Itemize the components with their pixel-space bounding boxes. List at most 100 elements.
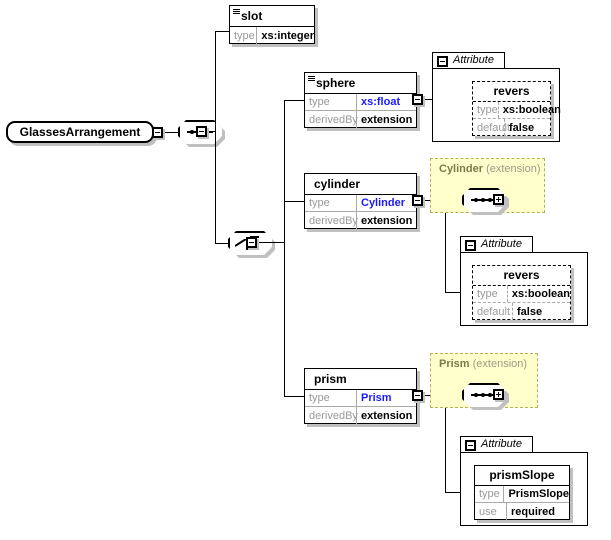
- attribute-tab[interactable]: Attribute: [460, 436, 533, 453]
- root-element-glassesarrangement[interactable]: GlassesArrangement: [6, 121, 154, 143]
- property-row: type Prism: [305, 390, 416, 407]
- property-value: xs:integer: [261, 29, 314, 42]
- attribute-collapse-toggle-minus-icon[interactable]: [465, 240, 476, 251]
- connector-prism-to-attribute: [445, 492, 472, 493]
- property-key: type: [230, 27, 258, 44]
- group-qualifier: (extension): [472, 358, 528, 370]
- property-row: derivedBy extension: [305, 407, 416, 424]
- element-box-sphere[interactable]: sphere type xs:float derivedBy extension: [304, 72, 417, 128]
- attribute-tab-label: Attribute: [481, 238, 522, 250]
- group-name: Prism: [439, 358, 470, 370]
- connector-cylinder-to-attribute: [445, 292, 472, 293]
- attribute-key: type: [473, 102, 499, 118]
- connector-to-cylinder: [284, 201, 304, 202]
- connector-to-slot: [215, 31, 229, 32]
- attribute-tab-label: Attribute: [453, 54, 494, 66]
- cylinder-collapse-toggle-minus-icon[interactable]: [412, 195, 423, 206]
- root-collapse-toggle-minus-icon[interactable]: [152, 127, 163, 138]
- sphere-collapse-toggle-minus-icon[interactable]: [412, 94, 423, 105]
- property-row: type xs:integer: [230, 27, 314, 44]
- property-value-link[interactable]: Cylinder: [361, 197, 406, 209]
- attribute-value: PrismSlope: [508, 488, 569, 500]
- root-element-label: GlassesArrangement: [19, 125, 141, 139]
- property-value: extension: [361, 214, 413, 227]
- property-key: type: [305, 390, 357, 406]
- property-value-link[interactable]: Prism: [361, 392, 392, 404]
- attribute-tab[interactable]: Attribute: [432, 52, 505, 69]
- property-value: extension: [361, 409, 413, 422]
- group-qualifier: (extension): [486, 163, 541, 175]
- property-row: type Cylinder: [305, 195, 416, 212]
- element-header-slot: slot: [230, 6, 314, 27]
- prism-group-expand-toggle-plus-icon[interactable]: [493, 389, 504, 400]
- connector-prism-to-attribute-vertical: [445, 395, 446, 492]
- element-box-prism[interactable]: prism type Prism derivedBy extension: [304, 368, 417, 424]
- element-name-prism: prism: [314, 372, 347, 386]
- element-header-prism: prism: [305, 369, 416, 390]
- connector-to-sphere: [284, 100, 304, 101]
- property-key: type: [305, 94, 357, 110]
- property-key: type: [305, 195, 357, 211]
- choice-collapse-toggle-minus-icon[interactable]: [246, 237, 257, 248]
- attribute-name: revers: [473, 266, 570, 286]
- element-name-cylinder: cylinder: [314, 177, 361, 191]
- element-lines-icon: [233, 9, 240, 14]
- attribute-property-row: type xs:boolean: [473, 102, 561, 119]
- connector-trunk-choice: [284, 100, 285, 397]
- property-key: derivedBy: [305, 407, 358, 424]
- optional-slash-icon: [235, 239, 247, 247]
- sequence-collapse-toggle-minus-icon[interactable]: [196, 126, 207, 137]
- group-box-cylinder[interactable]: Cylinder (extension): [430, 158, 545, 213]
- group-name: Cylinder: [439, 163, 484, 175]
- attribute-container-sphere[interactable]: Attribute revers type xs:boolean default…: [432, 52, 561, 142]
- attribute-key: type: [475, 486, 505, 502]
- property-row: derivedBy extension: [305, 111, 416, 128]
- connector-to-choice: [215, 243, 228, 244]
- property-row: derivedBy extension: [305, 212, 416, 229]
- element-header-cylinder: cylinder: [305, 174, 416, 195]
- prism-collapse-toggle-minus-icon[interactable]: [412, 390, 423, 401]
- attribute-property-row: type PrismSlope: [475, 486, 569, 503]
- attribute-name: prismSlope: [475, 466, 569, 486]
- attribute-property-row: type xs:boolean: [473, 286, 570, 303]
- connector-choice-out: [259, 242, 284, 243]
- attribute-key: default: [473, 119, 510, 136]
- attribute-key: use: [475, 503, 507, 520]
- attribute-value: false: [517, 305, 543, 318]
- connector-to-prism: [284, 396, 304, 397]
- property-row: type xs:float: [305, 94, 416, 111]
- element-lines-icon: [308, 76, 315, 81]
- group-title-cylinder: Cylinder (extension): [439, 163, 541, 175]
- property-value-link[interactable]: xs:float: [361, 96, 401, 108]
- attribute-property-row: default false: [473, 119, 550, 136]
- cylinder-group-expand-toggle-plus-icon[interactable]: [493, 194, 504, 205]
- attribute-card-prismslope[interactable]: prismSlope type PrismSlope use required: [474, 465, 570, 520]
- attribute-tab-label: Attribute: [481, 438, 522, 450]
- group-title-prism: Prism (extension): [439, 358, 527, 370]
- element-box-cylinder[interactable]: cylinder type Cylinder derivedBy extensi…: [304, 173, 417, 229]
- property-key: derivedBy: [305, 111, 358, 128]
- element-header-sphere: sphere: [305, 73, 416, 94]
- attribute-collapse-toggle-minus-icon[interactable]: [437, 56, 448, 67]
- connector-cylinder-to-attribute-vertical: [445, 200, 446, 292]
- attribute-property-row: default false: [473, 303, 570, 320]
- attribute-card-revers[interactable]: revers type xs:boolean default false: [472, 81, 561, 136]
- connector-root-to-sequence: [165, 132, 178, 133]
- attribute-collapse-toggle-minus-icon[interactable]: [465, 440, 476, 451]
- attribute-container-cylinder[interactable]: Attribute revers type xs:boolean default…: [460, 236, 588, 326]
- attribute-value: xs:boolean: [511, 288, 570, 300]
- element-name-slot: slot: [241, 9, 263, 23]
- property-value: extension: [361, 113, 413, 126]
- connector-sequence-out: [209, 131, 216, 132]
- attribute-value: xs:boolean: [502, 104, 561, 116]
- attribute-container-prism[interactable]: Attribute prismSlope type PrismSlope use…: [460, 436, 588, 526]
- sequence-dots-icon: [474, 391, 494, 399]
- attribute-name: revers: [473, 82, 550, 102]
- attribute-value: required: [511, 505, 556, 518]
- property-key: derivedBy: [305, 212, 358, 229]
- element-box-slot[interactable]: slot type xs:integer: [229, 5, 315, 44]
- element-name-sphere: sphere: [316, 76, 356, 90]
- attribute-tab[interactable]: Attribute: [460, 236, 533, 253]
- attribute-card-revers[interactable]: revers type xs:boolean default false: [472, 265, 571, 320]
